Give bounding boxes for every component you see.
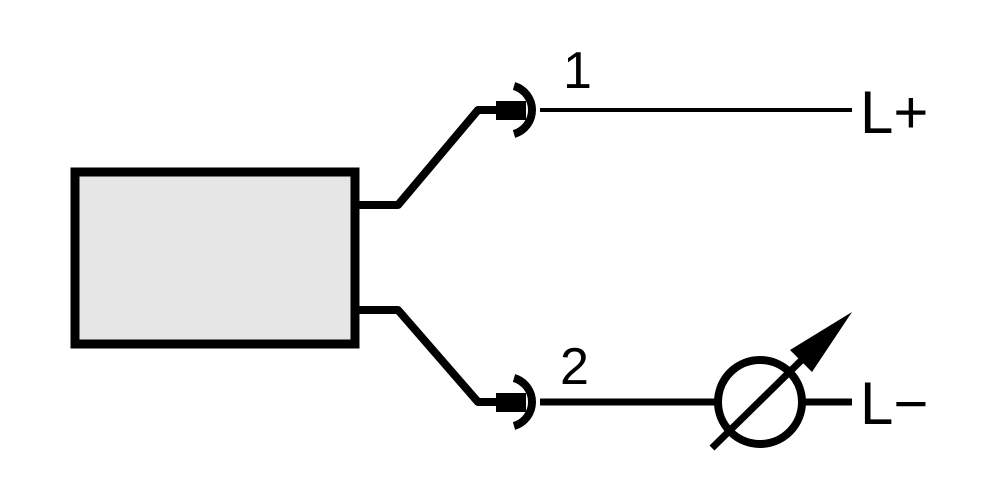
connector-2-pin [496,393,526,412]
connector-1-socket [512,82,536,138]
pin-1-label: 1 [563,42,592,100]
pin-2-label: 2 [560,338,589,396]
lead-wire-2 [355,306,500,406]
connector-2-socket [512,374,536,430]
supply-positive-label: L+ [860,79,928,146]
lead-wire-1 [355,106,500,209]
connector-1-pin [496,101,526,120]
device-body [70,167,360,349]
connector-2 [496,374,536,430]
adjustable-meter-icon [709,312,852,451]
connector-1 [496,82,536,138]
supply-negative-label: L− [860,370,928,437]
